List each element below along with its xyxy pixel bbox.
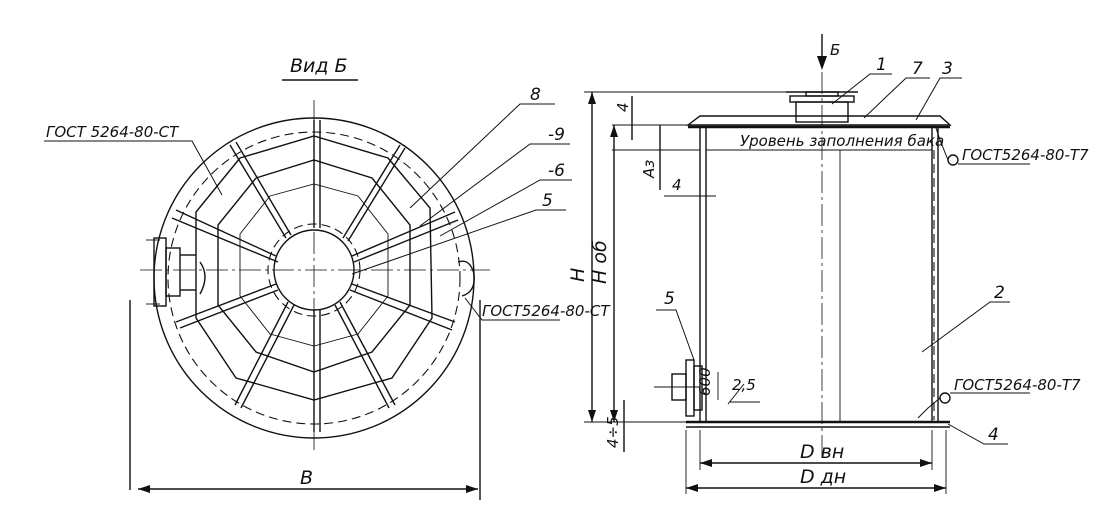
view-arrow-label: Б [830, 41, 840, 59]
bracing-web [195, 135, 433, 401]
dim-bottom-thickness: 4÷5 [604, 416, 622, 448]
right-opening [457, 260, 475, 297]
gost-label-right: ГОСТ5264-80-СТ [482, 302, 611, 320]
dim-b-label: В [300, 467, 313, 489]
left-opening [199, 261, 206, 295]
gost-top-leader [44, 140, 223, 196]
dim-600: 600 [696, 367, 714, 396]
callout-1: 1 [876, 55, 887, 75]
view-title: Вид Б [290, 55, 348, 77]
left-flange-nozzle [129, 237, 196, 490]
right-view: Б Уровень заполнения бака 1 7 3 [567, 34, 1089, 494]
callout-2: 2 [994, 283, 1005, 303]
fill-level-label: Уровень заполнения бака [740, 132, 944, 150]
dim-2-5: 2,5 [732, 376, 756, 394]
dim-wall: 4 [672, 176, 682, 194]
callout-5: 5 [542, 191, 553, 211]
dim-dvn-label: D вн [800, 441, 844, 463]
dim-h-label: Н [567, 268, 589, 282]
gost-right-leader [464, 297, 560, 321]
callout-7: 7 [912, 59, 923, 79]
weld-mark-bottom [939, 392, 951, 404]
dim-az: Аз [640, 160, 658, 179]
gost-label-top: ГОСТ 5264-80-СТ [46, 123, 180, 141]
bottom-nozzle [654, 359, 703, 417]
dim-top-thickness: 4 [614, 102, 632, 112]
callout-8: 8 [530, 85, 541, 105]
dim-ddn-label: D дн [800, 466, 846, 488]
callout-5-right: 5 [664, 289, 675, 309]
callout-3: 3 [942, 59, 953, 79]
tank-lid [685, 115, 952, 126]
callout-6: -6 [548, 161, 565, 181]
callout-9: -9 [548, 125, 565, 145]
dim-hob-label: Н об [589, 240, 611, 284]
weld-mark-top [947, 154, 959, 166]
gost-right-top: ГОСТ5264-80-Т7 [962, 146, 1089, 164]
gost-right-bottom: ГОСТ5264-80-Т7 [954, 376, 1081, 394]
left-view: Вид Б [44, 55, 611, 500]
callout-4: 4 [988, 425, 999, 445]
